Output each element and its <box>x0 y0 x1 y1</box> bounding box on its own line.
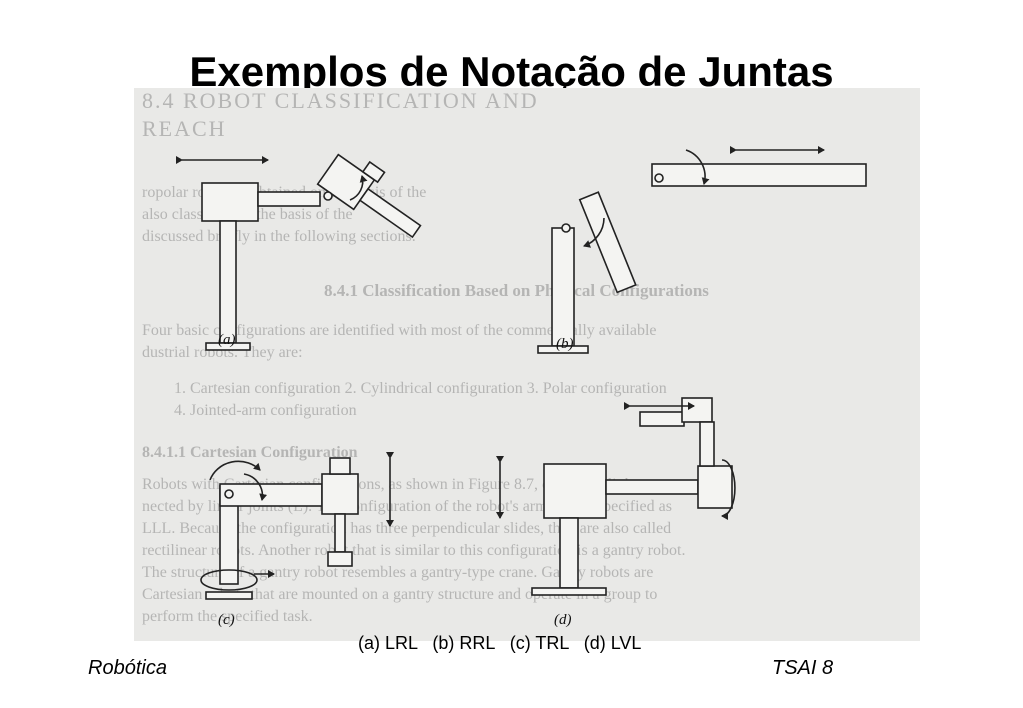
rotation-arrow-c1 <box>209 460 261 481</box>
arm-link-d <box>605 479 699 495</box>
revolute-joint-c <box>224 489 234 499</box>
bg-line: discussed briefly in the following secti… <box>142 228 416 245</box>
arm-link-a <box>257 191 321 207</box>
vertical-carriage-d <box>543 463 607 519</box>
rotation-arrow-d <box>721 459 736 520</box>
footer-slide-ref: TSAI 8 <box>772 657 834 679</box>
bg-line: Four basic configurations are identified… <box>142 322 657 339</box>
top-column-d <box>699 421 715 467</box>
rotation-arrow-a <box>349 175 368 201</box>
bg-line: LLL. Because the configuration has three… <box>142 520 672 537</box>
robot-d-lvl <box>496 397 736 596</box>
label-d: (d) <box>554 612 572 628</box>
base-plate-c <box>205 591 253 600</box>
page-title: Exemplos de Notação de Juntas <box>189 48 834 95</box>
end-effector-c <box>327 551 353 567</box>
base-column-d <box>559 517 579 589</box>
robot-joint-diagrams <box>176 146 867 600</box>
wrist-top-c <box>329 457 351 475</box>
rotation-arrow-b2 <box>583 217 605 248</box>
robot-c-trl <box>200 452 394 600</box>
revolute-joint-b2 <box>561 223 571 233</box>
wrist-block-c <box>321 473 359 515</box>
wrist-rod-c <box>334 513 346 553</box>
footer-course: Robótica <box>88 657 167 679</box>
slide-link-b <box>651 163 867 187</box>
revolute-joint-b1 <box>654 173 664 183</box>
label-b: (b) <box>556 336 574 352</box>
wrist-a <box>316 153 422 239</box>
background-book-text: 8.4 ROBOT CLASSIFICATION AND REACH ropol… <box>134 88 920 641</box>
base-column-a <box>219 220 237 344</box>
base-plate-a <box>205 342 251 351</box>
wrist-block-d <box>697 465 733 509</box>
rotation-arrow-b1 <box>685 149 710 185</box>
robot-b-rrl <box>537 146 867 354</box>
bg-line: 8.4 ROBOT CLASSIFICATION AND <box>142 88 539 113</box>
robot-a-lrl <box>176 153 422 351</box>
rotation-arrow-c2 <box>243 473 268 501</box>
label-c: (c) <box>218 612 235 628</box>
bg-line: dustrial robots. They are: <box>142 344 303 361</box>
base-plate-d <box>531 587 607 596</box>
scanned-figure: 8.4 ROBOT CLASSIFICATION AND REACH ropol… <box>134 88 920 641</box>
upper-arm-b <box>578 191 637 294</box>
figure-caption: (a) LRL (b) RRL (c) TRL (d) LVL <box>358 633 642 653</box>
bg-line: REACH <box>142 116 227 141</box>
twist-ring-c <box>200 569 258 591</box>
revolute-joint-a <box>323 191 333 201</box>
top-block-d <box>681 397 713 423</box>
bg-line: rectilinear robots. Another robot that i… <box>142 542 686 559</box>
bg-line: 8.4.1 Classification Based on Physical C… <box>324 281 709 300</box>
bg-line: 1. Cartesian configuration 2. Cylindrica… <box>174 380 667 397</box>
arm-link-c <box>219 483 323 507</box>
base-column-b <box>551 227 575 347</box>
bg-line: 4. Jointed-arm configuration <box>174 402 357 419</box>
bg-line: 8.4.1.1 Cartesian Configuration <box>142 444 358 461</box>
top-slide-d <box>639 411 685 427</box>
bg-line: perform the specified task. <box>142 608 313 625</box>
base-plate-b <box>537 345 589 354</box>
label-a: (a) <box>218 332 236 348</box>
bg-line: Cartesian robots that are mounted on a g… <box>142 586 658 603</box>
joint-block-a <box>201 182 259 222</box>
